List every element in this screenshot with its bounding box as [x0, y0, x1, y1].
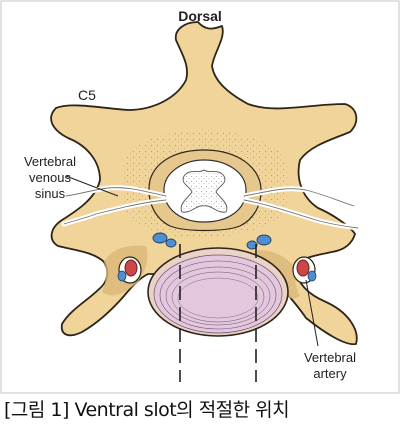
- dorsal-label: Dorsal: [178, 8, 222, 24]
- figure-caption: [그림 1] Ventral slot의 적절한 위치: [4, 399, 290, 421]
- venous-sinus-leader: [65, 175, 119, 197]
- right-vertebral-vein: [307, 270, 317, 282]
- venous-sinus-label-line3: sinus: [35, 186, 66, 201]
- disc-ring-4: [171, 271, 265, 323]
- venous-sinus-label-line1: Vertebral: [24, 154, 76, 169]
- venous-sinus-label-line2: venous: [29, 170, 71, 185]
- left-vertebral-artery: [124, 259, 138, 277]
- left-vertebral-vein: [117, 270, 127, 282]
- artery-label-line1: Vertebral: [304, 350, 356, 365]
- right-venous-sinus: [256, 234, 272, 246]
- left-venous-sinus-2: [165, 238, 177, 248]
- right-nerve-root-outline: [243, 188, 359, 229]
- disc-ring-1: [153, 254, 283, 334]
- artery-leader: [305, 279, 319, 347]
- right-vertebral-artery: [296, 259, 310, 277]
- artery-label-line2: artery: [313, 366, 347, 381]
- vertebra-diagram: Dorsal C5 Vertebral venous sinus Vertebr…: [0, 0, 400, 394]
- left-venous-sinus: [152, 232, 168, 244]
- disc-ring-3: [165, 266, 271, 326]
- right-venous-sinus-2: [246, 240, 258, 250]
- disc-ring-5: [177, 277, 259, 319]
- left-nerve-root-outline: [63, 187, 167, 225]
- grey-matter: [180, 169, 228, 213]
- disc-ring-2: [159, 260, 277, 330]
- c5-label: C5: [78, 87, 96, 103]
